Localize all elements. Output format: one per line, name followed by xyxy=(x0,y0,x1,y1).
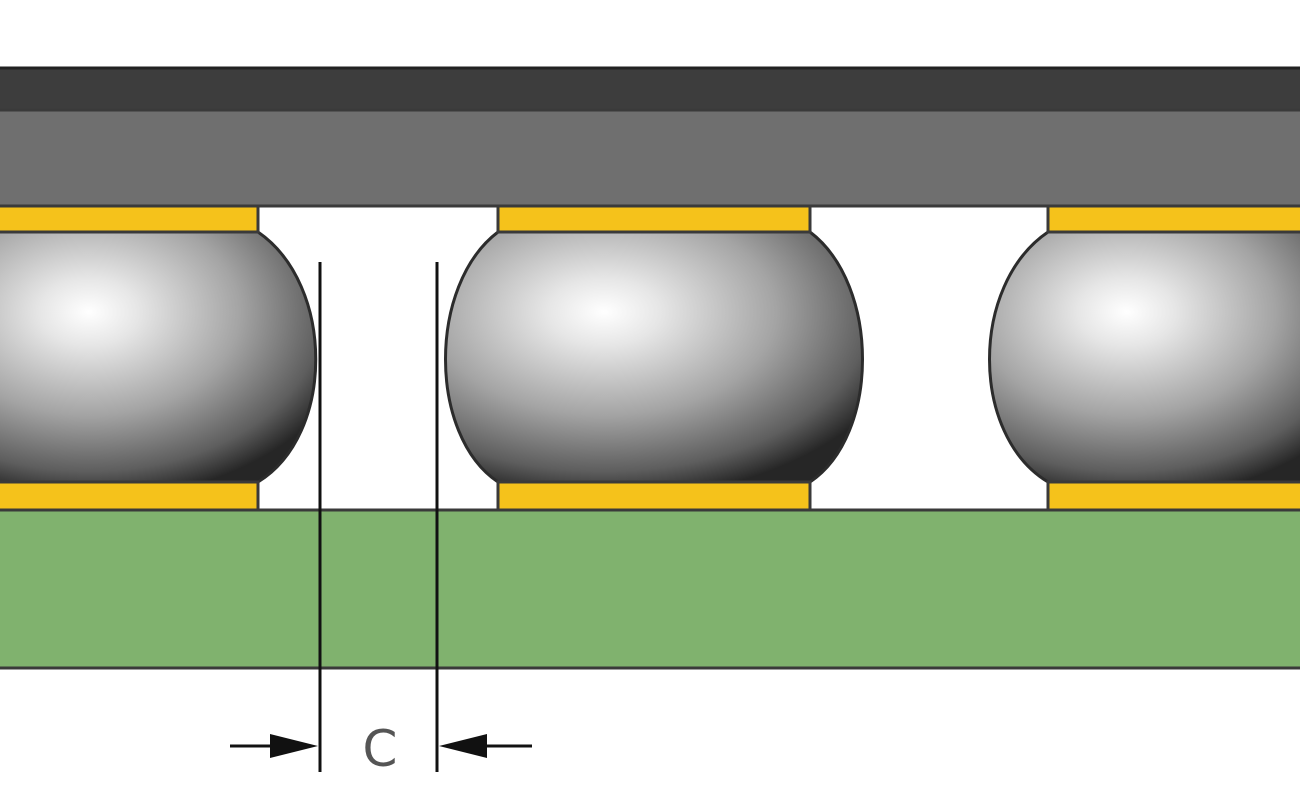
top-pad-right xyxy=(1046,204,1300,234)
solder-balls xyxy=(0,230,1300,484)
top-pad-left xyxy=(0,204,260,234)
arrowhead-right xyxy=(439,734,487,758)
solder-ball-right xyxy=(988,230,1300,484)
bottom-pads xyxy=(0,480,1300,512)
bottom-pad-left xyxy=(0,480,260,512)
solder-ball-left xyxy=(0,230,318,484)
bottom-pad-right xyxy=(1046,480,1300,512)
top-pads xyxy=(0,204,1300,234)
solder-ball-center xyxy=(444,230,864,484)
clearance-label: C xyxy=(363,720,398,778)
arrowhead-left xyxy=(270,734,318,758)
package-body xyxy=(0,108,1300,208)
clearance-dimension: C xyxy=(230,262,532,778)
bottom-pad-center xyxy=(496,480,812,512)
top-pad-center xyxy=(496,204,812,234)
substrate-board xyxy=(0,508,1300,670)
package-top-cap xyxy=(0,66,1300,112)
